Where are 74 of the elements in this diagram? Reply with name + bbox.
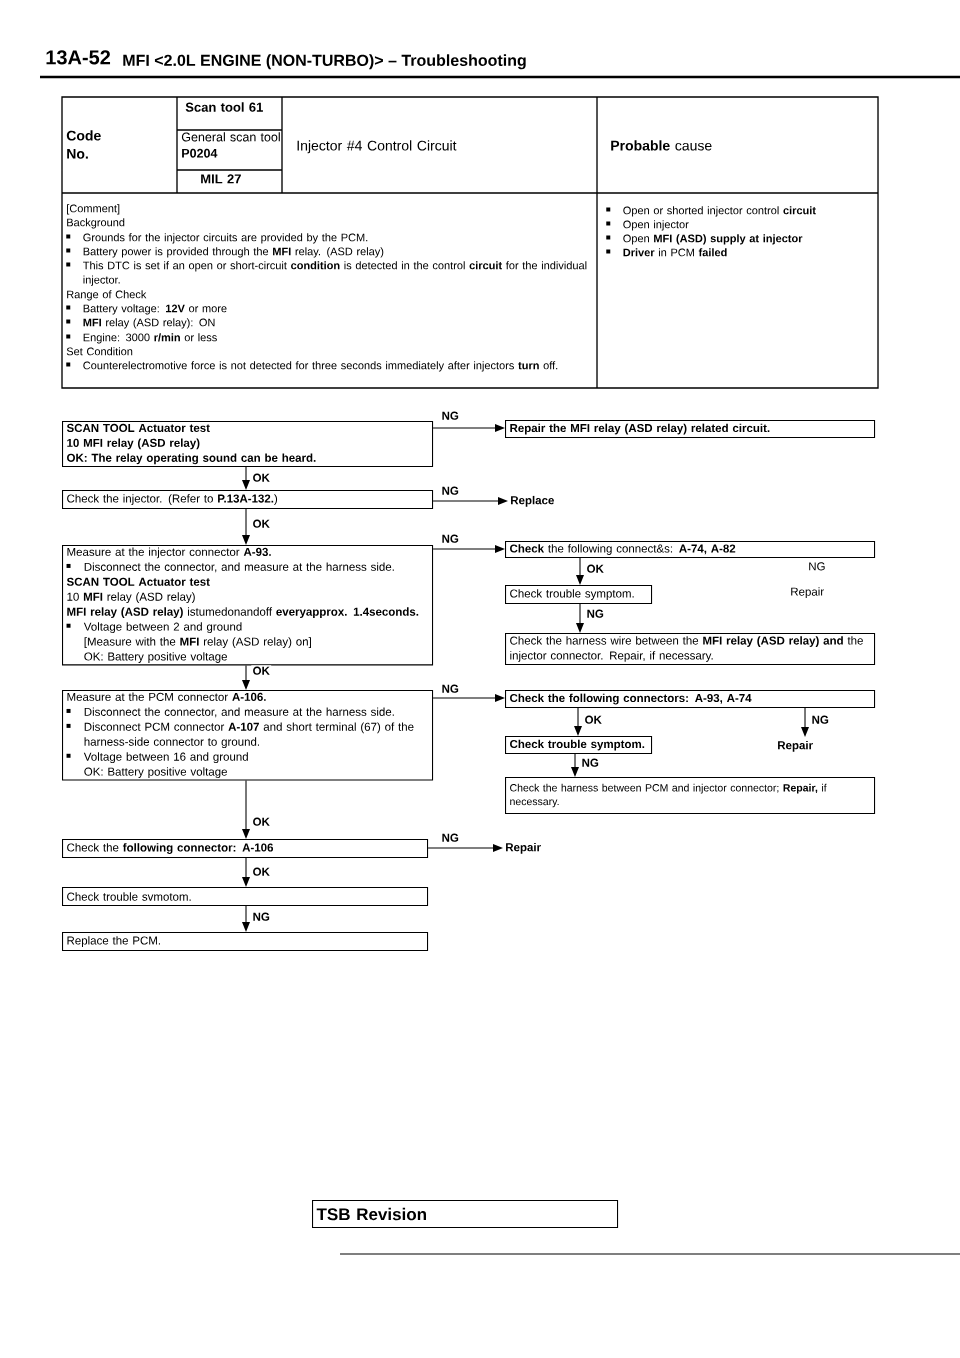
label-text: Counterelectromotive force is not detected for three seconds immediately after injectors turn off. xyxy=(66,361,558,372)
label-text: Scan tool 61 xyxy=(185,102,263,112)
arrow xyxy=(242,780,250,839)
process-box: Check trouble svmotom. xyxy=(62,887,429,907)
edge-label: NG xyxy=(585,608,606,620)
edge-label: NG xyxy=(440,410,461,422)
process-box: Check the harness wire between the MFI relay (ASD relay) and the injector connector. Repair, if necessary. xyxy=(505,633,876,666)
label-text: Range of Check xyxy=(67,290,147,301)
edge-label: NG xyxy=(440,832,461,844)
arrow xyxy=(574,707,582,736)
edge-label: OK xyxy=(585,563,606,575)
arrow xyxy=(432,545,505,553)
edge-label: OK xyxy=(583,714,604,726)
arrow xyxy=(242,664,250,690)
edge-label: OK xyxy=(251,665,272,677)
label-text: Code No. xyxy=(66,130,101,159)
label-text: MFI relay (ASD relay): ON xyxy=(66,318,215,329)
label-text: Driver in PCM failed xyxy=(606,248,727,257)
page-title: MFI <2.0L ENGINE (NON-TURBO)> – Troubleshooting xyxy=(123,54,526,70)
edge-label: OK xyxy=(251,816,272,828)
process-box: Check trouble symptom. xyxy=(505,736,653,755)
label-text: Battery voltage: 12V or more xyxy=(66,304,227,315)
arrow xyxy=(242,466,250,490)
process-box: Check the harness between PCM and injector connector; Repair, if necessary. xyxy=(505,777,876,815)
arrow xyxy=(242,508,250,545)
label-text: Engine: 3000 r/min or less xyxy=(66,333,217,344)
process-box: Measure at the injector connector A-93. Disconnect the connector, and measure at the harness side. SCAN TOOL Actuator test 10 MFI relay (ASD relay) MFI relay (ASD relay) istumedonandoff everyapprox. 1.4seconds. Voltage between 2 and ground [Measure with the MFI relay (ASD relay) on] OK: Battery positive voltage xyxy=(62,545,434,666)
label-text: Injector #4 Control Circuit xyxy=(297,140,457,154)
arrow xyxy=(242,857,250,887)
arrow xyxy=(427,844,503,852)
edge-label: OK xyxy=(251,472,272,484)
label-text: Open or shorted injector control circuit xyxy=(606,206,816,217)
process-box: SCAN TOOL Actuator test 10 MFI relay (ASD relay) OK: The relay operating sound can be heard. xyxy=(62,421,434,468)
label-text: Grounds for the injector circuits are provided by the PCM. xyxy=(66,233,368,244)
arrow xyxy=(801,707,809,737)
label-text: Set Condition xyxy=(66,347,133,356)
edge-label: OK xyxy=(251,866,272,878)
process-box: Check the following connect&s: A-74, A-82 xyxy=(505,541,876,559)
arrow xyxy=(432,694,505,702)
process-box: Repair the MFI relay (ASD relay) related circuit. xyxy=(505,420,876,439)
process-box: Replace the PCM. xyxy=(62,932,429,952)
edge-label: NG xyxy=(580,757,601,769)
process-box: Check the injector. (Refer to P.13A-132.) xyxy=(62,490,434,510)
action-text: Repair xyxy=(506,842,541,854)
label-text: Open injector xyxy=(606,220,689,231)
edge-label: NG xyxy=(810,714,831,726)
label-text: This DTC is set if an open or short-circuit condition is detected in the control circuit for the individual injector. xyxy=(66,261,587,286)
arrow xyxy=(576,603,584,633)
arrow xyxy=(242,905,250,932)
edge-label: OK xyxy=(251,518,272,530)
process-box: Check the following connector: A-106 xyxy=(62,839,429,859)
action-text: Replace xyxy=(511,495,554,507)
action-text: Repair xyxy=(778,740,813,752)
label-text: General scan tool P0204 xyxy=(181,132,280,158)
edge-label: NG xyxy=(440,533,461,545)
process-box: Check the following connectors: A-93, A-74 xyxy=(505,690,876,709)
label-text: MIL 27 xyxy=(201,174,241,184)
arrow xyxy=(432,497,508,505)
page-number: 13A-52 xyxy=(46,50,111,65)
arrow xyxy=(571,753,579,777)
process-box: Measure at the PCM connector A-106. Disconnect the connector, and measure at the harness side. Disconnect PCM connector A-107 and short terminal (67) of the harness-side connector to ground. Voltage between 16 and ground OK: Battery positive voltage xyxy=(62,690,434,781)
arrow xyxy=(432,424,505,432)
arrow xyxy=(576,557,584,585)
process-box: Check trouble symptom. xyxy=(505,585,653,605)
label-text: Probable cause xyxy=(611,140,712,151)
edge-label: NG xyxy=(440,485,461,497)
edge-label: NG xyxy=(440,683,461,695)
label-text: [Comment] xyxy=(67,204,120,215)
label-text: Open MFI (ASD) supply at injector xyxy=(606,234,803,245)
label-text: Battery power is provided through the MFI relay. (ASD relay) xyxy=(66,247,384,258)
label-text: Repair xyxy=(791,587,824,598)
edge-label: NG xyxy=(251,911,272,923)
process-box: TSB Revision xyxy=(312,1200,619,1229)
label-text: Background xyxy=(67,218,125,229)
